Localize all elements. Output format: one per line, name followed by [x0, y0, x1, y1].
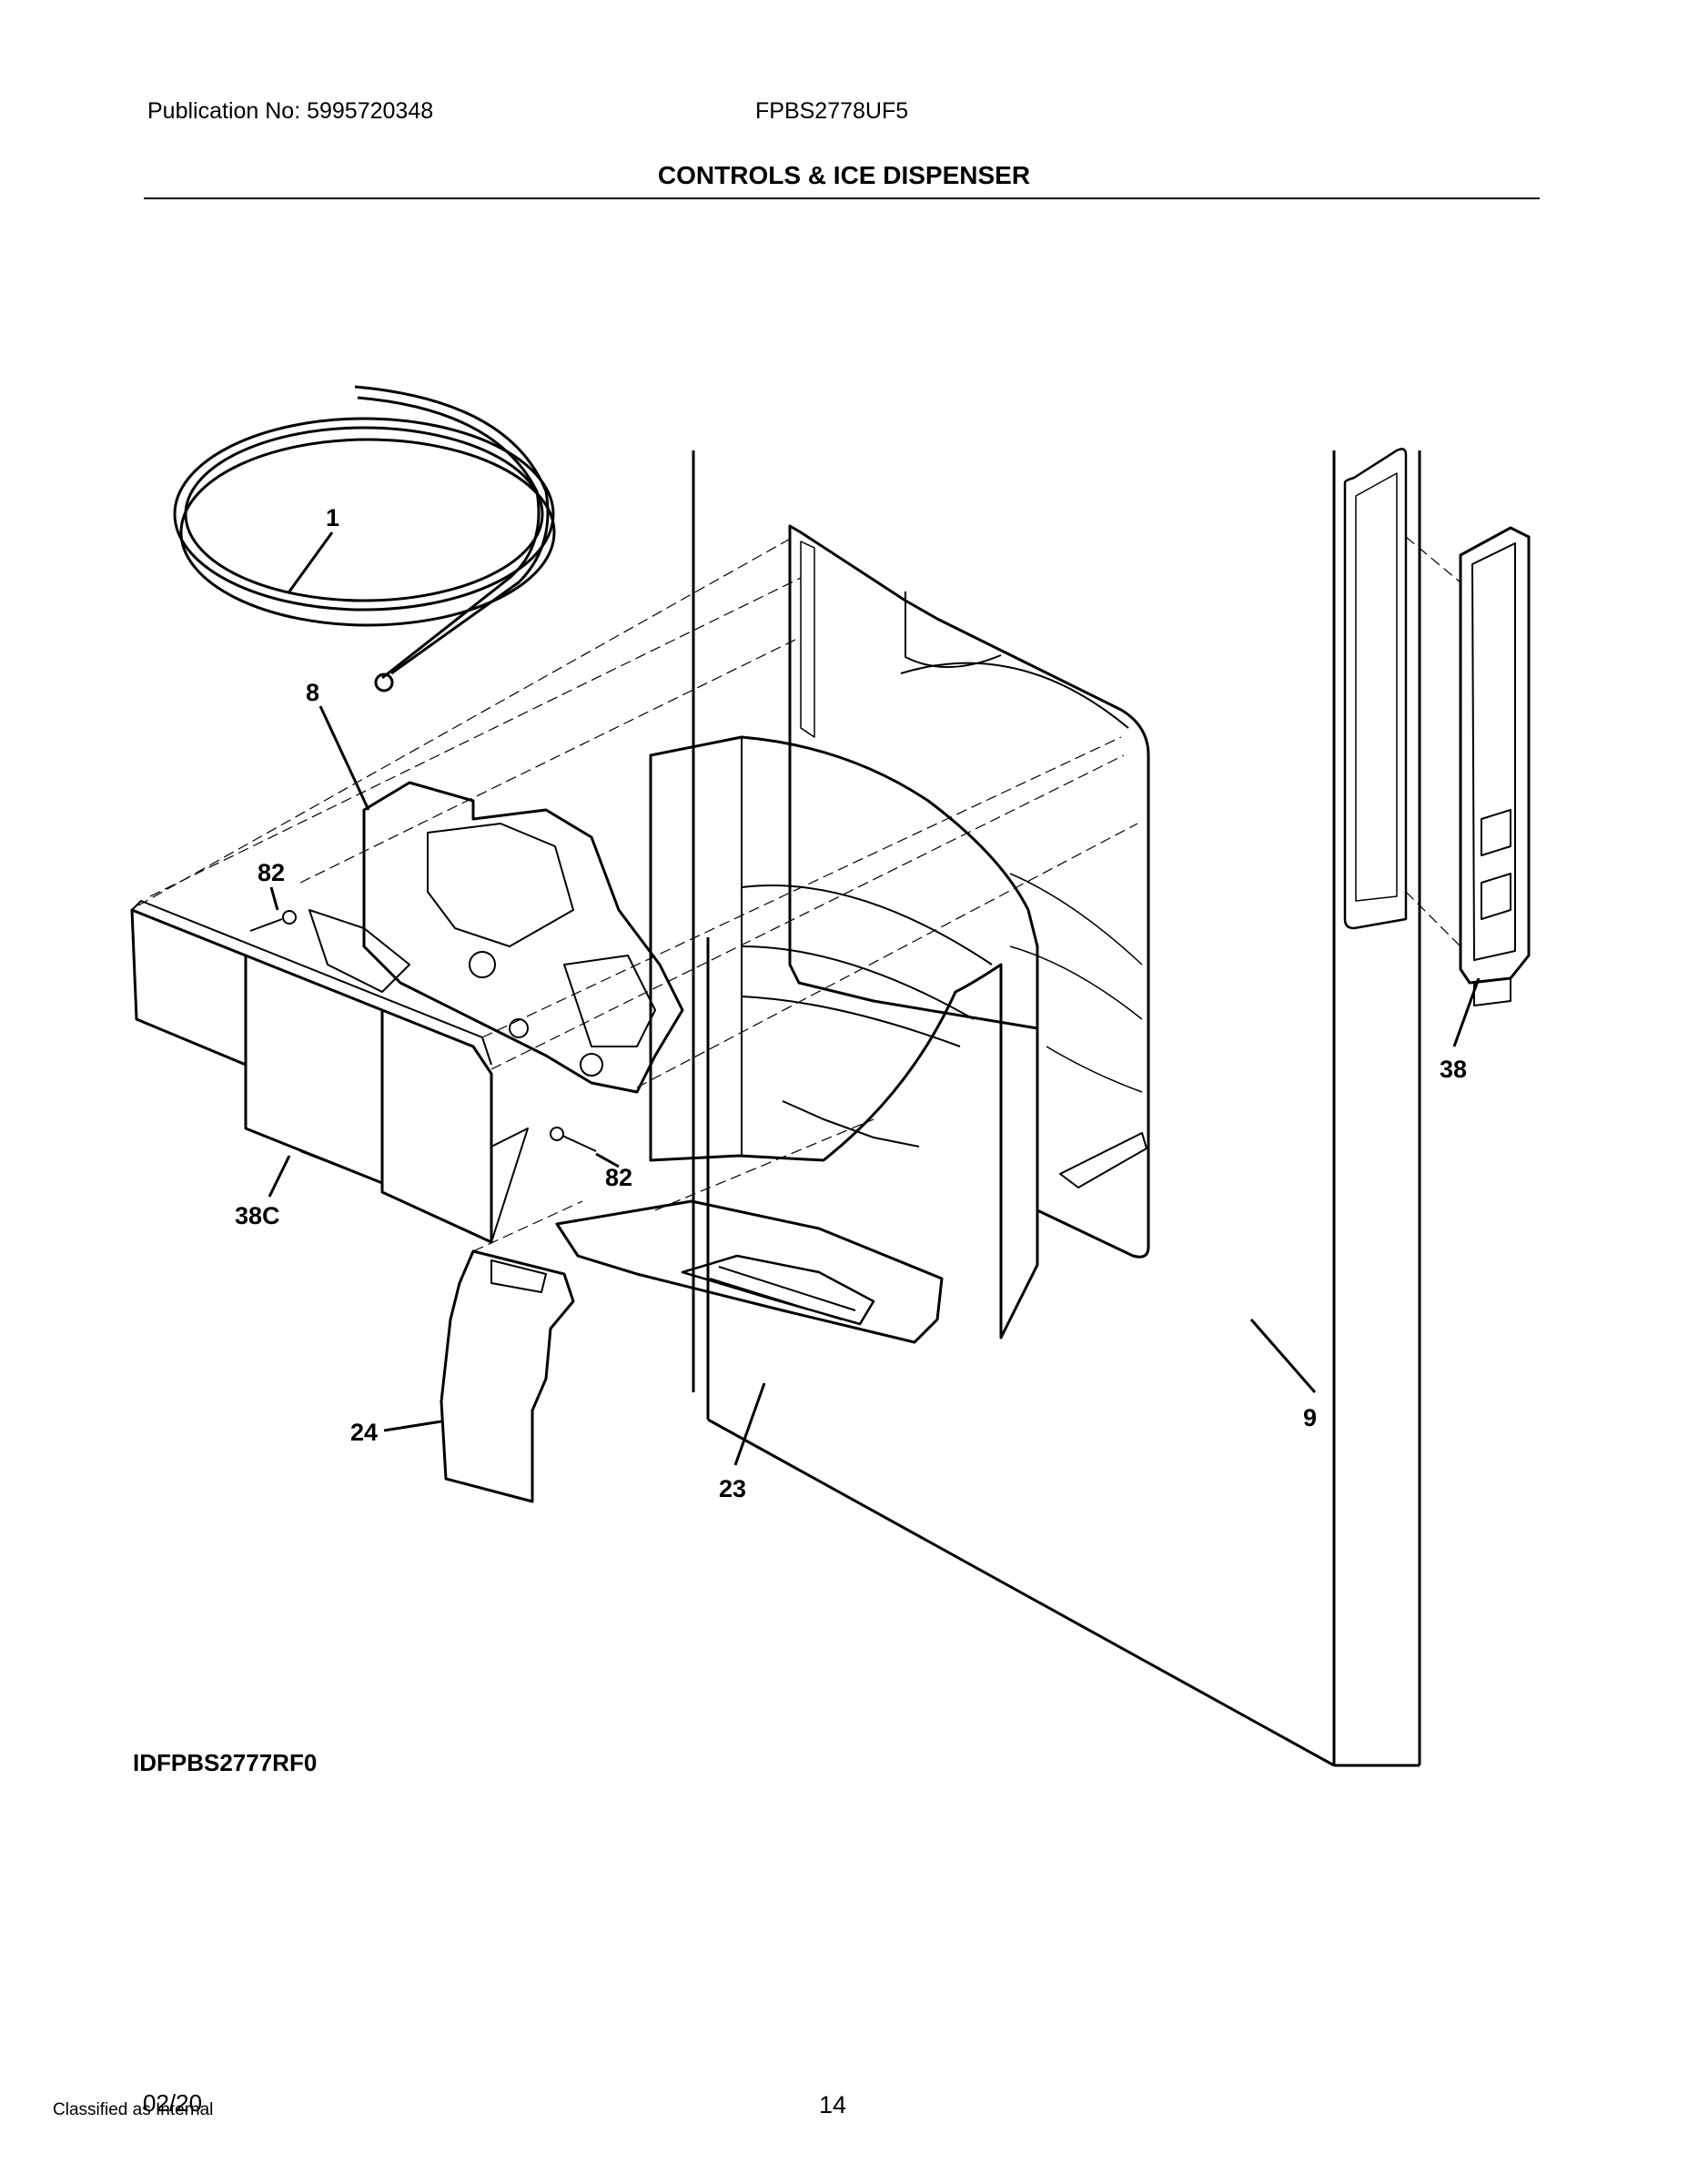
page-number: 14	[819, 2091, 847, 2118]
alignment-lines	[137, 536, 1461, 1252]
revision-date: 02/20	[143, 2089, 203, 2117]
front-cover-38C	[130, 900, 529, 1244]
ice-chute-9	[649, 735, 1039, 1340]
dispenser-recess	[788, 524, 1150, 1259]
diagram-identifier: IDFPBS2777RF0	[133, 1749, 318, 1776]
classification-label: Classified as Internal	[53, 2100, 214, 2119]
callout-23: 23	[719, 1475, 746, 1502]
publication-number: Publication No: 5995720348	[147, 98, 434, 124]
callout-9: 9	[1303, 1404, 1317, 1431]
page-title: CONTROLS & ICE DISPENSER	[657, 161, 1031, 189]
leader-lines	[268, 531, 1481, 1466]
callout-38: 38	[1440, 1056, 1467, 1083]
callout-24: 24	[350, 1419, 378, 1446]
header-rule	[144, 197, 1540, 199]
callout-38C: 38C	[235, 1202, 280, 1229]
actuator-paddle-24	[440, 1249, 575, 1503]
screw-82-lower	[550, 1127, 597, 1152]
screw-82-upper	[249, 910, 297, 932]
drip-tray-23	[555, 1199, 944, 1344]
door-panel	[692, 448, 1421, 1767]
callout-82-lower: 82	[605, 1164, 632, 1191]
callout-8: 8	[306, 679, 319, 706]
callout-1: 1	[326, 504, 339, 531]
water-tubing-1	[173, 385, 556, 693]
model-number: FPBS2778UF5	[755, 98, 909, 124]
control-board-38	[1459, 526, 1531, 1006]
dispenser-actuator-assembly-8	[308, 781, 684, 1094]
callout-82-upper: 82	[258, 859, 285, 886]
